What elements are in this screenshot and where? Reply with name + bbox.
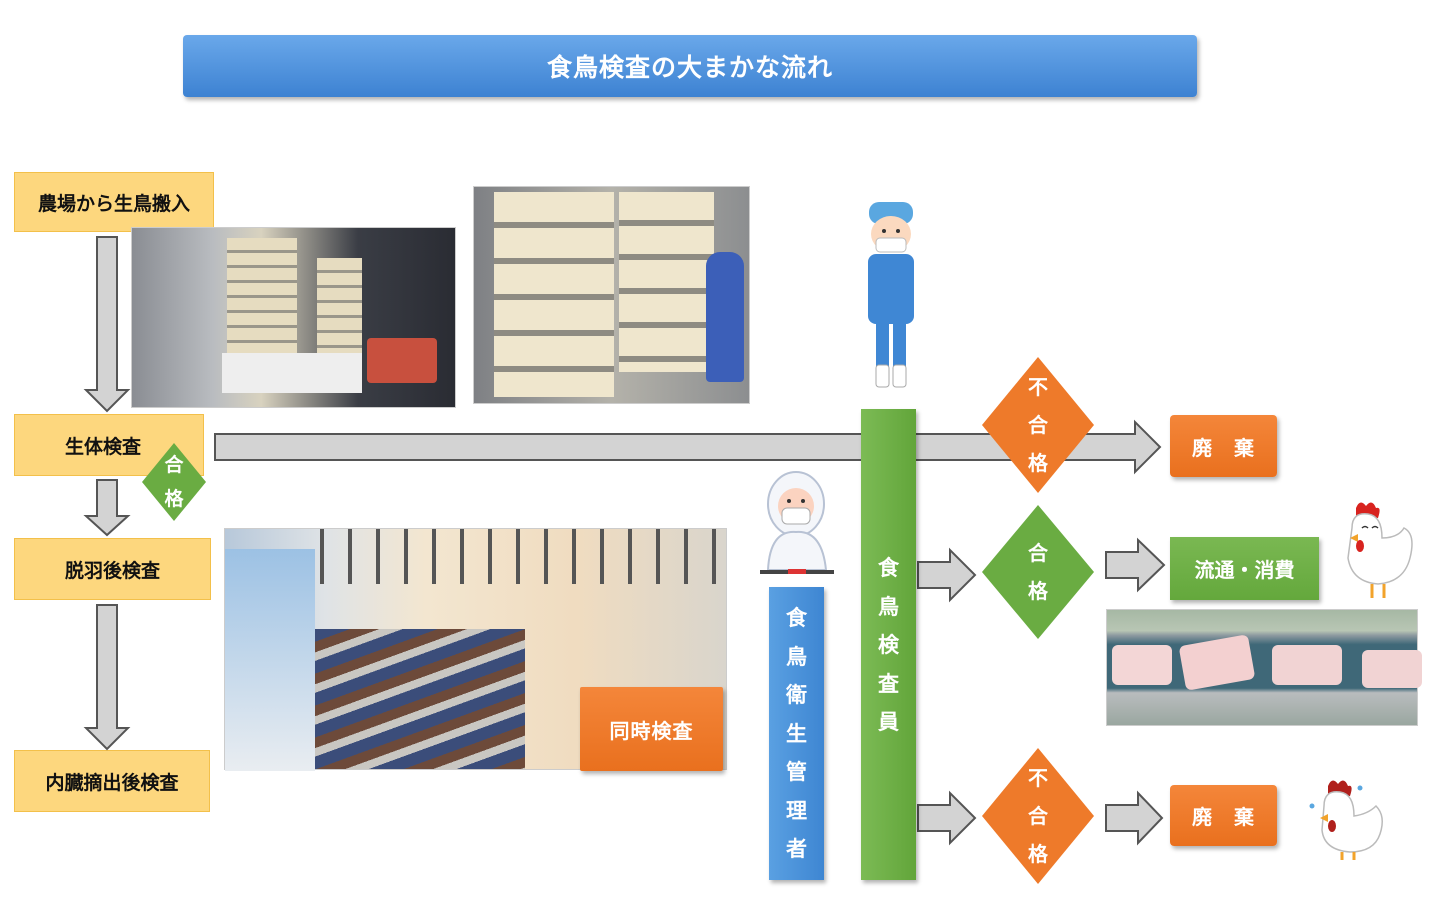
arrow-right-pass-out	[1105, 537, 1166, 593]
fail-char: 格	[1028, 451, 1048, 475]
arrow-right-long	[214, 419, 1162, 475]
fail-diamond-live: 不合格	[982, 357, 1094, 493]
distribution-consumption-box: 流通・消費	[1170, 537, 1319, 600]
fail-diamond-post: 不合格	[982, 748, 1094, 884]
arrow-right-fail-out	[1105, 790, 1164, 846]
dispose-box-1: 廃 棄	[1170, 415, 1277, 477]
fail-char: 合	[1028, 413, 1048, 437]
manager-illustration-icon	[760, 471, 834, 574]
poultry-inspector-bar: 食鳥検査員	[861, 409, 916, 880]
worried-chicken-icon	[1309, 780, 1383, 860]
manager-char: 理	[786, 798, 807, 823]
pass-diamond-small: 合格	[142, 443, 206, 521]
food-poultry-hygiene-manager-bar: 食鳥衛生管理者	[769, 587, 824, 880]
inspector-char: 員	[878, 710, 899, 734]
manager-char: 生	[786, 721, 807, 746]
fail-char: 不	[1028, 375, 1048, 399]
fail-char: 不	[1028, 766, 1048, 790]
pass-char: 合	[1028, 541, 1048, 565]
photo-cage-inspection	[473, 186, 750, 404]
manager-char: 管	[786, 760, 807, 784]
step-evisceration-inspection: 内臓摘出後検査	[14, 750, 210, 812]
pass-char: 合	[164, 454, 184, 476]
arrow-right-fail-in	[917, 790, 977, 846]
dispose-box-2: 廃 棄	[1170, 785, 1277, 846]
pass-diamond: 合格	[982, 505, 1094, 639]
inspector-char: 食	[878, 556, 899, 580]
arrow-down-1	[83, 236, 131, 413]
inspector-illustration-icon	[868, 202, 914, 388]
step-defeathering-inspection: 脱羽後検査	[14, 538, 211, 600]
inspector-char: 検	[878, 633, 899, 657]
manager-char: 食	[786, 606, 807, 630]
manager-char: 衛	[786, 683, 807, 707]
pass-char: 格	[1028, 579, 1048, 603]
inspector-char: 査	[878, 671, 899, 696]
pass-char: 格	[164, 488, 184, 510]
photo-packaged-meat	[1106, 609, 1422, 726]
step-arrival: 農場から生鳥搬入	[14, 172, 214, 232]
manager-char: 者	[786, 837, 807, 861]
arrow-down-3	[83, 604, 131, 751]
title-banner: 食鳥検査の大まかな流れ	[183, 35, 1197, 97]
arrow-right-pass-in	[917, 547, 977, 603]
inspector-char: 鳥	[878, 594, 899, 619]
fail-char: 格	[1028, 842, 1048, 866]
photo-truck-unloading	[131, 227, 456, 408]
happy-chicken-icon	[1347, 502, 1413, 598]
arrow-down-2	[83, 479, 131, 537]
fail-char: 合	[1028, 804, 1048, 828]
simultaneous-inspection-label: 同時検査	[580, 687, 723, 771]
manager-char: 鳥	[786, 644, 807, 669]
